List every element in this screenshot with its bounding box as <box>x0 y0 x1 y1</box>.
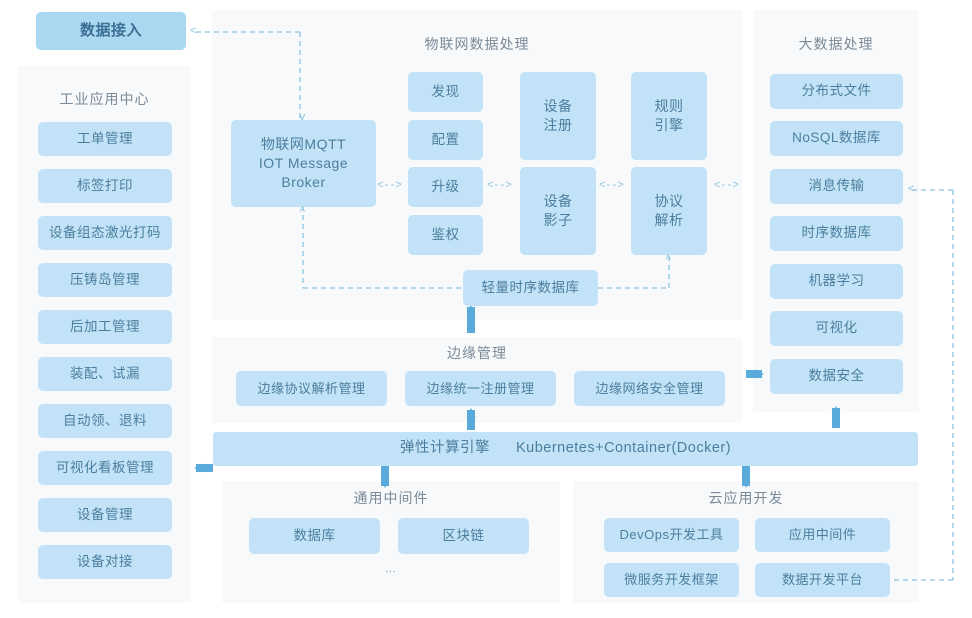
data-access-header[interactable]: 数据接入 <box>36 12 186 50</box>
bigdata-item-distributed-file[interactable]: 分布式文件 <box>770 74 903 109</box>
iot-mqtt-broker[interactable]: 物联网MQTT IOT Message Broker <box>231 120 376 207</box>
connector-device-to-protocol: <--> <box>599 180 624 192</box>
connector-dashed-head-broker-down: v <box>299 112 306 124</box>
cloud-app-development-title: 云应用开发 <box>708 490 784 506</box>
connector-dashed-head-message-transport: < <box>908 184 915 196</box>
iot-function-config[interactable]: 配置 <box>408 120 483 160</box>
app-item-work-order[interactable]: 工单管理 <box>38 122 172 156</box>
iot-function-discover[interactable]: 发现 <box>408 72 483 112</box>
app-item-die-casting-island[interactable]: 压铸岛管理 <box>38 263 172 297</box>
rule-engine-line-1: 规则 <box>654 98 684 115</box>
elastic-compute-engine-bar[interactable]: 弹性计算引擎 Kubernetes+Container(Docker) <box>213 432 918 466</box>
device-register-line-2: 注册 <box>543 117 573 133</box>
app-item-laser-marking[interactable]: 设备组态激光打码 <box>38 216 172 250</box>
bigdata-item-tsdb[interactable]: 时序数据库 <box>770 216 903 251</box>
edge-item-network-security-mgmt[interactable]: 边缘网络安全管理 <box>574 371 725 406</box>
panel-big-data-processing <box>753 10 919 412</box>
middleware-item-blockchain[interactable]: 区块链 <box>398 518 529 554</box>
bigdata-item-nosql[interactable]: NoSQL数据库 <box>770 121 903 156</box>
connector-dashed-head-data-access: < <box>190 26 197 38</box>
connector-broker-to-functions: <--> <box>377 180 402 192</box>
edge-management-title: 边缘管理 <box>447 345 507 361</box>
bigdata-item-data-security[interactable]: 数据安全 <box>770 359 903 394</box>
connector-dashed-head-broker-up: ^ <box>299 206 306 218</box>
edge-item-protocol-parse-mgmt[interactable]: 边缘协议解析管理 <box>236 371 387 406</box>
bigdata-item-visualization[interactable]: 可视化 <box>770 311 903 346</box>
app-item-auto-material[interactable]: 自动领、退料 <box>38 404 172 438</box>
app-item-post-processing[interactable]: 后加工管理 <box>38 310 172 344</box>
iot-lightweight-tsdb[interactable]: 轻量时序数据库 <box>463 270 598 306</box>
iot-rule-engine[interactable]: 规则 引擎 <box>631 72 707 160</box>
cloud-item-devops-tools[interactable]: DevOps开发工具 <box>604 518 739 552</box>
broker-line-3: Broker <box>281 173 326 190</box>
iot-function-upgrade[interactable]: 升级 <box>408 167 483 207</box>
protocol-parse-line-2: 解析 <box>654 212 684 228</box>
compute-engine-stack: Kubernetes+Container(Docker) <box>515 440 732 457</box>
cloud-item-app-middleware[interactable]: 应用中间件 <box>755 518 890 552</box>
middleware-item-database[interactable]: 数据库 <box>249 518 380 554</box>
broker-line-2: IOT Message <box>258 155 349 172</box>
app-item-label-printing[interactable]: 标签打印 <box>38 169 172 203</box>
protocol-parse-line-1: 协议 <box>654 193 684 210</box>
iot-device-shadow[interactable]: 设备 影子 <box>520 167 596 255</box>
app-item-device-management[interactable]: 设备管理 <box>38 498 172 532</box>
connector-dashed-head-protocol-up: ^ <box>665 254 672 266</box>
app-item-device-docking[interactable]: 设备对接 <box>38 545 172 579</box>
bigdata-item-message-transport[interactable]: 消息传输 <box>770 169 903 204</box>
connector-protocol-to-bigdata: <--> <box>714 180 739 192</box>
app-item-assembly-leak-test[interactable]: 装配、试漏 <box>38 357 172 391</box>
edge-item-unified-register-mgmt[interactable]: 边缘统一注册管理 <box>405 371 556 406</box>
device-register-line-1: 设备 <box>543 98 573 115</box>
iot-function-auth[interactable]: 鉴权 <box>408 215 483 255</box>
device-shadow-line-2: 影子 <box>543 212 573 228</box>
common-middleware-title: 通用中间件 <box>353 490 429 506</box>
device-shadow-line-1: 设备 <box>543 193 573 210</box>
compute-engine-label: 弹性计算引擎 <box>399 440 490 457</box>
big-data-processing-title: 大数据处理 <box>798 36 874 52</box>
iot-protocol-parse[interactable]: 协议 解析 <box>631 167 707 255</box>
rule-engine-line-2: 引擎 <box>654 117 684 133</box>
cloud-item-data-dev-platform[interactable]: 数据开发平台 <box>755 563 890 597</box>
iot-device-register[interactable]: 设备 注册 <box>520 72 596 160</box>
iot-data-processing-title: 物联网数据处理 <box>424 36 530 52</box>
connector-functions-to-device: <--> <box>487 180 512 192</box>
bigdata-item-machine-learning[interactable]: 机器学习 <box>770 264 903 299</box>
app-item-visual-dashboard[interactable]: 可视化看板管理 <box>38 451 172 485</box>
broker-line-1: 物联网MQTT <box>260 136 347 153</box>
industrial-app-center-title: 工业应用中心 <box>59 91 150 107</box>
middleware-ellipsis: ⋮ <box>384 566 396 578</box>
cloud-item-microservice-framework[interactable]: 微服务开发框架 <box>604 563 739 597</box>
